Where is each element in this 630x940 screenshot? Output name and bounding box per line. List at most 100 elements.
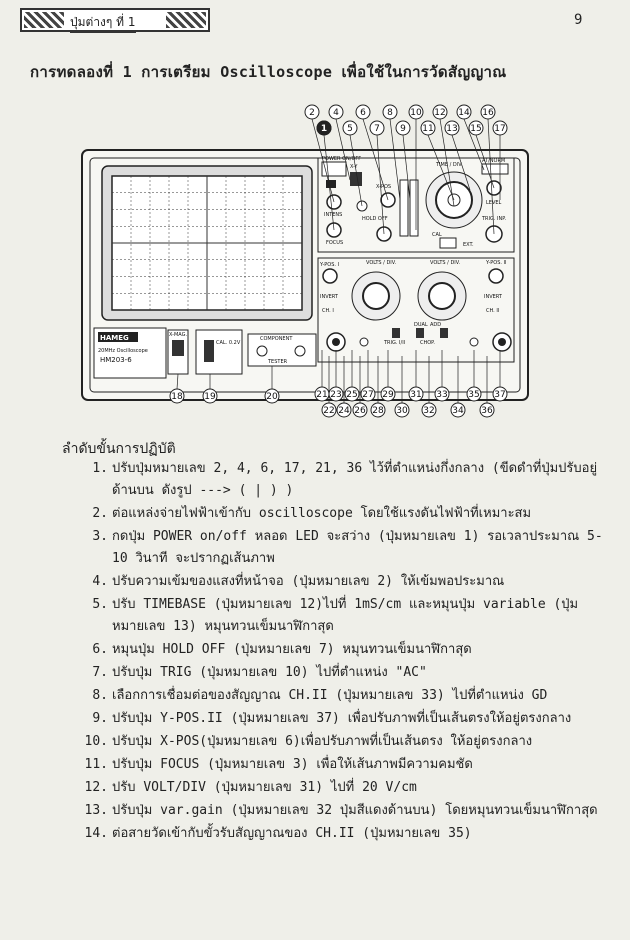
hold-off-label: HOLD OFF (362, 216, 388, 222)
x-pos-label: X-POS (376, 184, 391, 190)
step-number: 4. (92, 574, 108, 589)
step-number: 10. (84, 734, 108, 749)
callout-number: 10 (410, 108, 422, 118)
chop-label: CHOP. (420, 340, 435, 346)
component-label: COMPONENT (260, 336, 293, 342)
callout-leader (389, 118, 401, 201)
callout-numbers: 2345678910111213141516171181920212325272… (169, 104, 508, 418)
callout-number: 2 (309, 108, 315, 118)
volts-div-1-label: VOLTS / DIV. (366, 260, 397, 266)
trig-inp-label: TRIG. INP. (481, 216, 507, 222)
dual-label: DUAL (414, 322, 428, 328)
step-item: 14. ต่อสายวัดเข้ากับขั้วรับสัญญาณของ CH.I… (30, 823, 610, 845)
add-label: ADD (430, 322, 441, 328)
model-label: HM203-6 (100, 356, 132, 364)
cal-label: CAL (432, 232, 442, 238)
chapter-header-tab: ปุ่มต่างๆ ที่ 1 (20, 8, 210, 33)
callout-leader (349, 134, 363, 207)
step-text: ต่อสายวัดเข้ากับขั้วรับสัญญาณของ CH.II (… (112, 826, 472, 841)
step-text: เลือกการเชื่อมต่อของสัญญาณ CH.II (ปุ่มหม… (112, 688, 548, 703)
step-text: ปรับปุ่ม Y-POS.II (ปุ่มหมายเลข 37) เพื่อ… (112, 711, 572, 726)
callout-number: 34 (452, 406, 464, 416)
callout-number: 23 (330, 390, 341, 400)
callout-number: 22 (323, 406, 334, 416)
step-text: กดปุ่ม POWER on/off หลอด LED จะสว่าง (ปุ… (112, 529, 603, 566)
step-number: 6. (92, 642, 108, 657)
callout-number: 20 (266, 392, 278, 402)
step-text: ปรับ VOLT/DIV (ปุ่มหมายเลข 31) ไปที่ 20 … (112, 780, 417, 795)
callout-leader (463, 118, 485, 171)
callout-number: 35 (468, 390, 479, 400)
header-pattern-right (166, 12, 206, 28)
callout-number: 31 (410, 390, 421, 400)
callout-number: 7 (374, 124, 380, 134)
callout-number: 29 (382, 390, 394, 400)
callout-number: 14 (458, 108, 470, 118)
brand-label: HAMEG (100, 334, 129, 342)
step-item: 5.ปรับ TIMEBASE (ปุ่มหมายเลข 12)ไปที่ 1m… (30, 594, 610, 638)
step-item: 8.เลือกการเชื่อมต่อของสัญญาณ CH.II (ปุ่ม… (30, 685, 610, 707)
callout-number: 9 (400, 124, 406, 134)
y-pos-2-label: Y-POS. II (485, 260, 507, 266)
callout-number: 30 (396, 406, 408, 416)
step-number: 13. (84, 803, 108, 818)
oscilloscope-drawing: HAMEG 20MHz Oscilloscope HM203-6 X-MAG. … (81, 104, 529, 418)
step-text: ปรับปุ่ม X-POS(ปุ่มหมายเลข 6)เพื่อปรับภา… (112, 734, 533, 749)
step-text: หมุนปุ่ม HOLD OFF (ปุ่มหมายเลข 7) หมุนทว… (112, 642, 472, 657)
callout-leader (362, 118, 389, 201)
step-number: 14. (84, 826, 108, 841)
callout-leader-lines (176, 118, 501, 403)
step-item: 1.ปรับปุ่มหมายเลข 2, 4, 6, 17, 21, 36 ไว… (30, 458, 610, 502)
ch1-label: CH. I (322, 308, 334, 314)
y-pos-1-label: Y-POS. I (319, 262, 339, 268)
power-label: POWER ON/OFF (322, 156, 361, 162)
step-number: 11. (84, 757, 108, 772)
step-number: 12. (84, 780, 108, 795)
callout-leader (427, 134, 455, 201)
step-item: 3.กดปุ่ม POWER on/off หลอด LED จะสว่าง (… (30, 526, 610, 570)
step-number: 2. (92, 506, 108, 521)
callout-leader (176, 373, 179, 390)
step-item: 10. ปรับปุ่ม X-POS(ปุ่มหมายเลข 6)เพื่อปรั… (30, 731, 610, 753)
ext-label: EXT. (463, 242, 474, 248)
callout-number: 6 (360, 108, 366, 118)
step-item: 7.ปรับปุ่ม TRIG (ปุ่มหมายเลข 10) ไปที่ตำ… (30, 662, 610, 684)
callout-number: 36 (481, 406, 493, 416)
x-y-label: X-Y (350, 164, 358, 170)
callout-number: 26 (354, 406, 366, 416)
step-text: ปรับปุ่ม var.gain (ปุ่มหมายเลข 32 ปุ่มสี… (112, 803, 598, 818)
page-number: 9 (574, 12, 583, 28)
at-norm-label: AT/NORM (482, 158, 505, 164)
callout-number: 12 (434, 108, 445, 118)
callout-leader (323, 134, 335, 231)
step-item: 13. ปรับปุ่ม var.gain (ปุ่มหมายเลข 32 ปุ่… (30, 800, 610, 822)
callout-number: 32 (423, 406, 434, 416)
callout-number: 13 (446, 124, 457, 134)
step-text: ปรับ TIMEBASE (ปุ่มหมายเลข 12)ไปที่ 1mS/… (112, 597, 579, 634)
callout-leader (451, 134, 471, 191)
callout-leader (487, 118, 495, 235)
step-number: 1. (92, 461, 108, 476)
time-div-label: TIME / DIV. (435, 162, 463, 168)
callout-number: 25 (346, 390, 357, 400)
callout-number: 21 (316, 390, 327, 400)
step-item: 11.ปรับปุ่ม FOCUS (ปุ่มหมายเลข 3) เพื่อใ… (30, 754, 610, 776)
experiment-title: การทดลองที่ 1 การเตรียม Oscilloscope เพื… (30, 63, 507, 81)
callout-number: 19 (204, 392, 216, 402)
header-tab-title: ปุ่มต่างๆ ที่ 1 (70, 13, 136, 33)
callout-number: 27 (362, 390, 373, 400)
invert-1-label: INVERT (320, 294, 339, 300)
volts-div-2-label: VOLTS / DIV. (430, 260, 461, 266)
callout-number: 4 (333, 108, 339, 118)
trig-i-ii-label: TRIG. I/II (383, 340, 405, 346)
oscilloscope-figure: HAMEG 20MHz Oscilloscope HM203-6 X-MAG. … (80, 100, 530, 418)
callout-leader (376, 134, 385, 235)
callout-number: 37 (494, 390, 505, 400)
step-number: 7. (92, 665, 108, 680)
callout-leader (439, 118, 455, 207)
callout-number: 5 (347, 124, 353, 134)
step-item: 2.ต่อแหล่งจ่ายไฟฟ้าเข้ากับ oscilloscope … (30, 503, 610, 525)
model-line-label: 20MHz Oscilloscope (98, 348, 148, 354)
step-item: 4.ปรับความเข้มของแสงที่หน้าจอ (ปุ่มหมายเ… (30, 571, 610, 593)
steps-list: 1.ปรับปุ่มหมายเลข 2, 4, 6, 17, 21, 36 ไว… (30, 458, 610, 846)
